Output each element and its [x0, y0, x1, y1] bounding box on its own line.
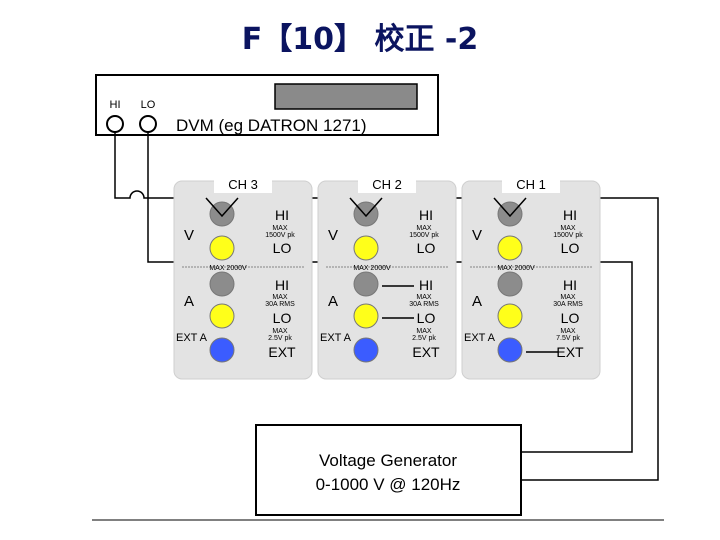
ext-terminal[interactable] — [353, 337, 379, 363]
dvm-label: DVM (eg DATRON 1271) — [176, 116, 367, 135]
ext-label: EXT — [412, 344, 440, 360]
a-hi-label: HI — [563, 277, 577, 293]
v-side-label: V — [472, 227, 482, 244]
a-side-label: A — [472, 293, 482, 310]
a-max-rating: 30A RMS — [409, 301, 439, 308]
dvm-hi-label: HI — [110, 99, 121, 111]
v-hi-label: HI — [275, 207, 289, 223]
ext-max-label: MAX — [272, 328, 288, 335]
ext-max-rating: 7.5V pk — [556, 335, 580, 342]
isolation-rating: MAX 2000V — [209, 265, 247, 272]
a-hi-label: HI — [419, 277, 433, 293]
ext-terminal[interactable] — [209, 337, 235, 363]
v-lo-label: LO — [561, 240, 580, 256]
channel-label-bg — [214, 175, 272, 193]
ext-terminal[interactable] — [497, 337, 523, 363]
isolation-rating: MAX 2000V — [497, 265, 535, 272]
v-hi-label: HI — [419, 207, 433, 223]
ext-max-rating: 2.5V pk — [412, 335, 436, 342]
ext-side-label: EXT A — [320, 332, 352, 344]
v-side-label: V — [184, 227, 194, 244]
a-hi-label: HI — [275, 277, 289, 293]
v-lo-terminal[interactable] — [209, 235, 235, 261]
dvm-lo-terminal[interactable] — [139, 115, 157, 133]
v-max-label: MAX — [272, 225, 288, 232]
ext-label: EXT — [556, 344, 584, 360]
a-side-label: A — [184, 293, 194, 310]
v-hi-label: HI — [563, 207, 577, 223]
a-lo-label: LO — [561, 310, 580, 326]
v-lo-terminal[interactable] — [497, 235, 523, 261]
a-max-label: MAX — [416, 294, 432, 301]
a-lo-terminal[interactable] — [497, 303, 523, 329]
ext-max-label: MAX — [416, 328, 432, 335]
channel-label-bg — [502, 175, 560, 193]
v-hi-wire-hook — [349, 197, 383, 218]
page-title: F【10】 校正 -2 — [241, 22, 479, 57]
a-lo-terminal[interactable] — [353, 303, 379, 329]
generator-range: 0-1000 V @ 120Hz — [316, 475, 461, 494]
dvm-display — [274, 83, 418, 110]
a-hi-terminal[interactable] — [497, 271, 523, 297]
channel-label-bg — [358, 175, 416, 193]
a-max-rating: 30A RMS — [553, 301, 583, 308]
v-hi-wire-hook — [493, 197, 527, 218]
v-hi-terminal[interactable] — [209, 201, 235, 227]
channel-name: CH 1 — [516, 177, 546, 192]
voltage-generator: Voltage Generator 0-1000 V @ 120Hz — [255, 424, 522, 516]
v-max-label: MAX — [560, 225, 576, 232]
generator-box — [255, 424, 522, 516]
v-hi-terminal[interactable] — [353, 201, 379, 227]
v-max-label: MAX — [416, 225, 432, 232]
v-max-rating: 1500V pk — [265, 232, 295, 239]
a-hi-terminal[interactable] — [353, 271, 379, 297]
dvm-instrument: HI LO DVM (eg DATRON 1271) — [95, 74, 439, 136]
a-max-rating: 30A RMS — [265, 301, 295, 308]
dvm-lo-label: LO — [141, 99, 156, 111]
a-lo-terminal[interactable] — [209, 303, 235, 329]
generator-title: Voltage Generator — [319, 451, 457, 470]
ext-max-label: MAX — [560, 328, 576, 335]
ext-label: EXT — [268, 344, 296, 360]
a-side-label: A — [328, 293, 338, 310]
v-lo-terminal[interactable] — [353, 235, 379, 261]
v-hi-wire-hook — [205, 197, 239, 218]
ext-side-label: EXT A — [176, 332, 208, 344]
v-lo-label: LO — [417, 240, 436, 256]
a-max-label: MAX — [560, 294, 576, 301]
a-max-label: MAX — [272, 294, 288, 301]
wire-lo — [147, 132, 633, 453]
v-hi-terminal[interactable] — [497, 201, 523, 227]
v-lo-label: LO — [273, 240, 292, 256]
ext-max-rating: 2.5V pk — [268, 335, 292, 342]
ext-side-label: EXT A — [464, 332, 496, 344]
a-lo-label: LO — [417, 310, 436, 326]
v-side-label: V — [328, 227, 338, 244]
v-max-rating: 1500V pk — [553, 232, 583, 239]
channel-name: CH 3 — [228, 177, 258, 192]
v-max-rating: 1500V pk — [409, 232, 439, 239]
a-lo-label: LO — [273, 310, 292, 326]
a-hi-terminal[interactable] — [209, 271, 235, 297]
channel-name: CH 2 — [372, 177, 402, 192]
dvm-hi-terminal[interactable] — [106, 115, 124, 133]
isolation-rating: MAX 2000V — [353, 265, 391, 272]
